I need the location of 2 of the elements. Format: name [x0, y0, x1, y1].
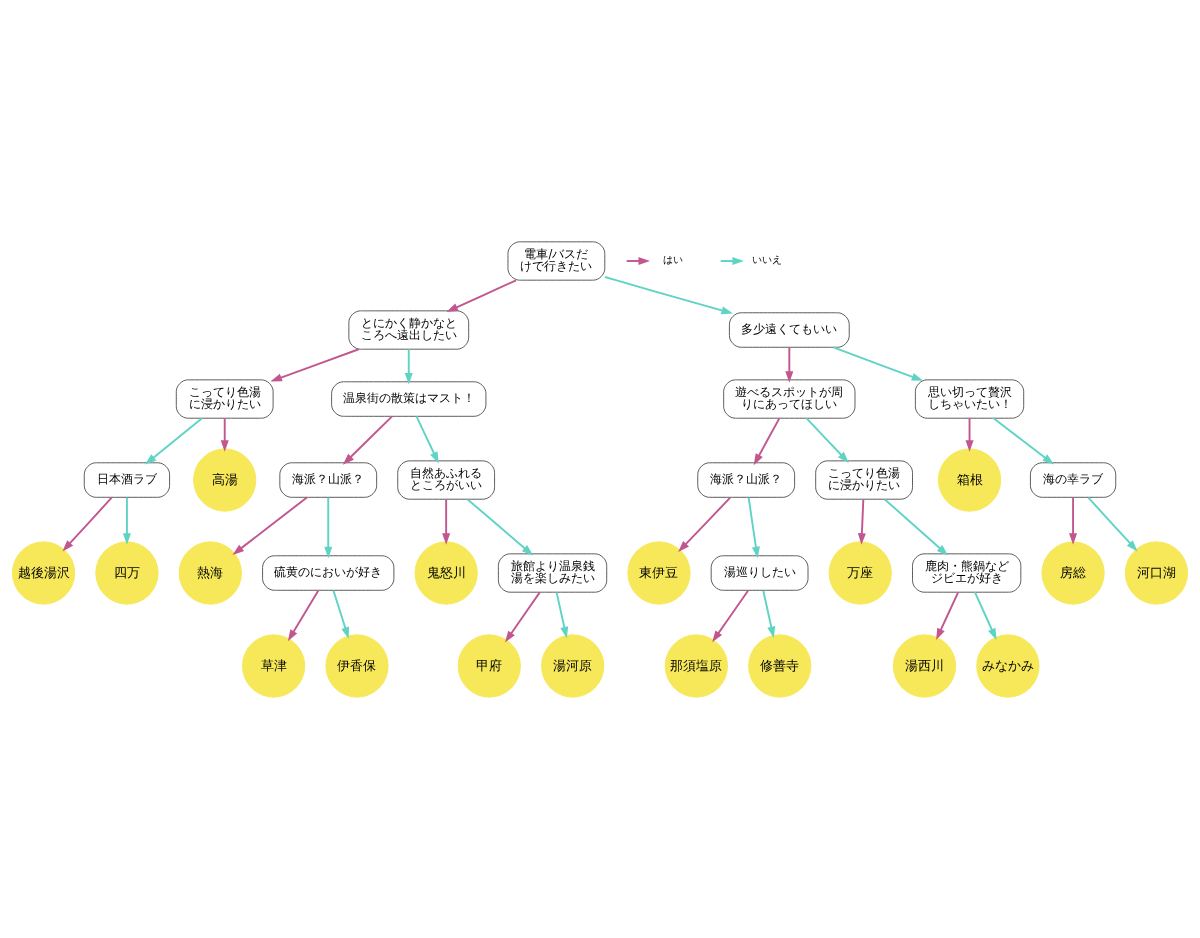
legend-label: いいえ [752, 253, 783, 265]
legend-label: はい [663, 253, 684, 265]
